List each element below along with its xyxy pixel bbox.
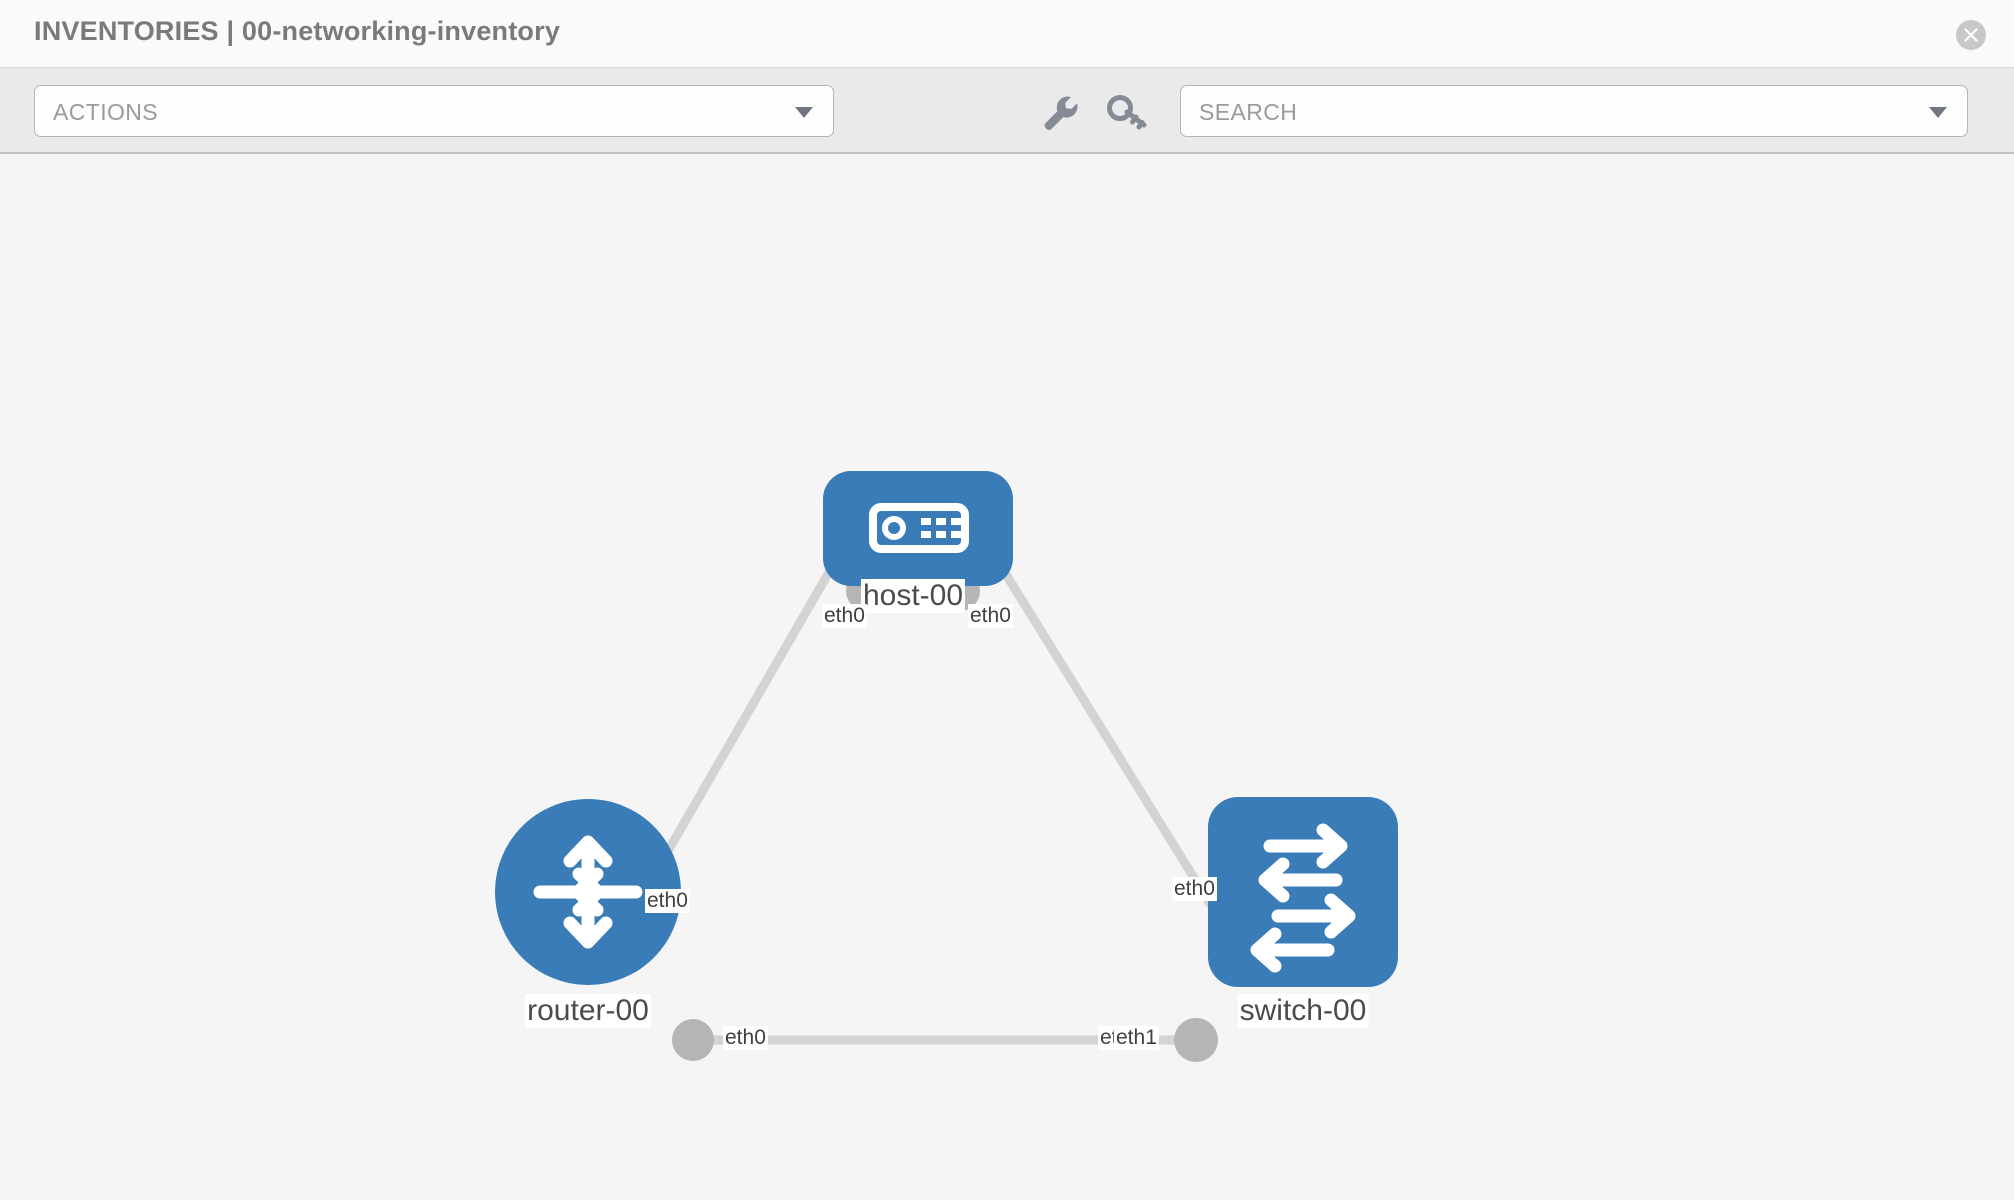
node-label-host-00: host-00 [860, 579, 966, 613]
node-switch-00[interactable] [1208, 797, 1398, 987]
search-placeholder: SEARCH [1199, 99, 1298, 125]
port-label-host00-right: eth0 [968, 604, 1013, 628]
chevron-down-icon [795, 107, 813, 118]
search-input[interactable]: SEARCH [1180, 85, 1968, 137]
node-router-00[interactable] [495, 799, 681, 985]
port-label-switch00-up: eth0 [1172, 877, 1217, 901]
node-label-switch-00: switch-00 [1237, 994, 1369, 1028]
switch-arrows-icon [1250, 823, 1356, 973]
port-label-router00-up: eth0 [645, 889, 690, 913]
router-arrows-icon [533, 835, 643, 949]
port-label-host00-left: eth0 [822, 604, 867, 628]
server-icon [869, 503, 969, 553]
port-switch00-eth1[interactable] [1174, 1018, 1218, 1062]
chevron-down-icon [1929, 107, 1947, 118]
topology-ports [672, 571, 1254, 1062]
port-label-router00-right: eth0 [723, 1026, 768, 1050]
port-router00-eth0[interactable] [672, 1019, 714, 1061]
wrench-glyph [1044, 96, 1078, 130]
topology-canvas[interactable]: host-00 router-00 switch-00 eth0 eth0 et… [0, 154, 2014, 1200]
key-glyph [1107, 95, 1147, 130]
wrench-icon[interactable] [1038, 92, 1082, 132]
page-title: INVENTORIES | 00-networking-inventory [34, 16, 561, 46]
topology-graph[interactable] [0, 154, 2014, 1200]
toolbar: ACTIONS SEARCH [0, 68, 2014, 154]
actions-dropdown-label: ACTIONS [53, 99, 159, 125]
node-label-router-00: router-00 [525, 994, 651, 1028]
actions-dropdown[interactable]: ACTIONS [34, 85, 834, 137]
page-header: INVENTORIES | 00-networking-inventory [0, 0, 2014, 68]
close-glyph [1964, 28, 1978, 42]
key-icon[interactable] [1105, 92, 1149, 132]
close-icon[interactable] [1956, 20, 1986, 50]
port-label-switch00-eth1: eth1 [1114, 1026, 1159, 1050]
node-host-00[interactable] [823, 471, 1013, 586]
